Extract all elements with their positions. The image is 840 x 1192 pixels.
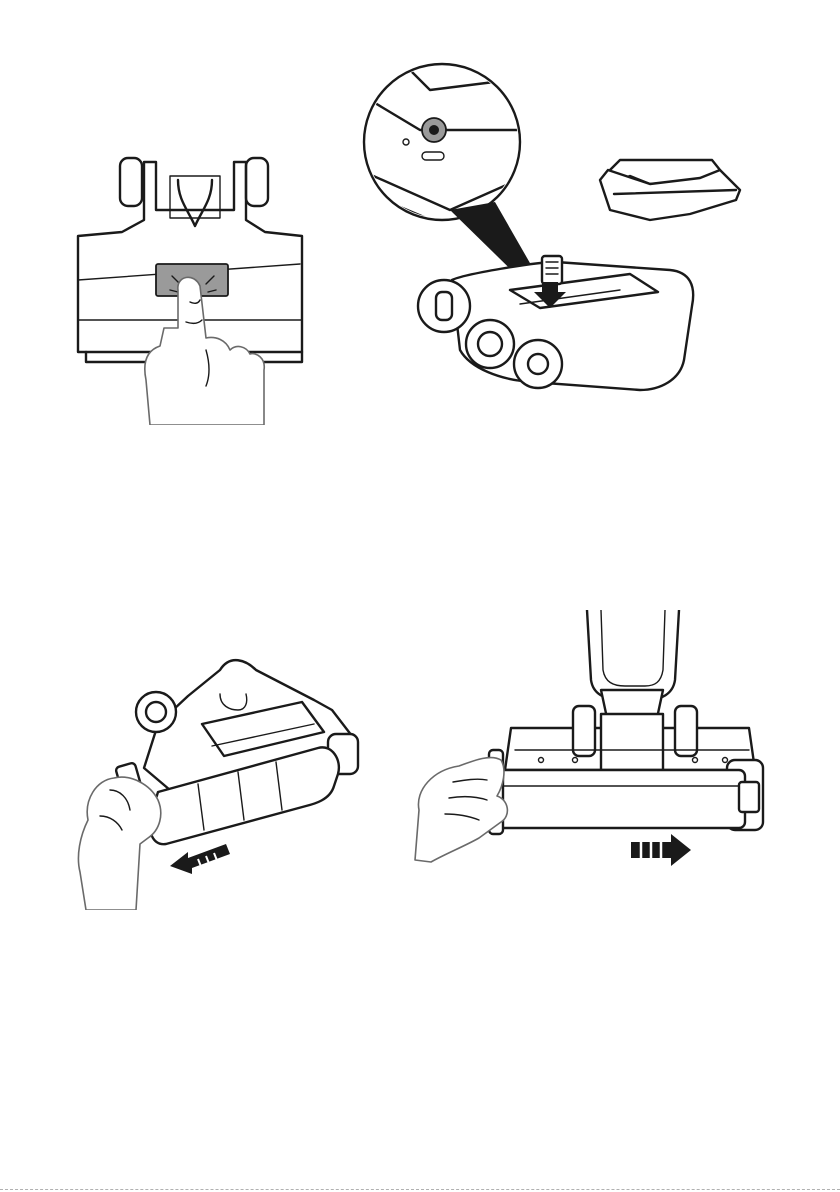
hand-icon xyxy=(415,758,507,862)
left-arrow-icon xyxy=(170,844,230,874)
roller-cover xyxy=(600,160,740,220)
brush-head-body xyxy=(418,256,693,390)
hand-icon xyxy=(145,277,264,425)
roller-pull-left-illustration xyxy=(70,640,390,910)
hand-icon xyxy=(78,777,160,910)
finger-press-illustration xyxy=(60,140,330,425)
roller-pull-right-illustration xyxy=(405,610,785,910)
magnifier-inset xyxy=(360,60,540,228)
roller-cover-release-illustration xyxy=(360,60,780,410)
page-bottom-rule xyxy=(0,1189,840,1190)
